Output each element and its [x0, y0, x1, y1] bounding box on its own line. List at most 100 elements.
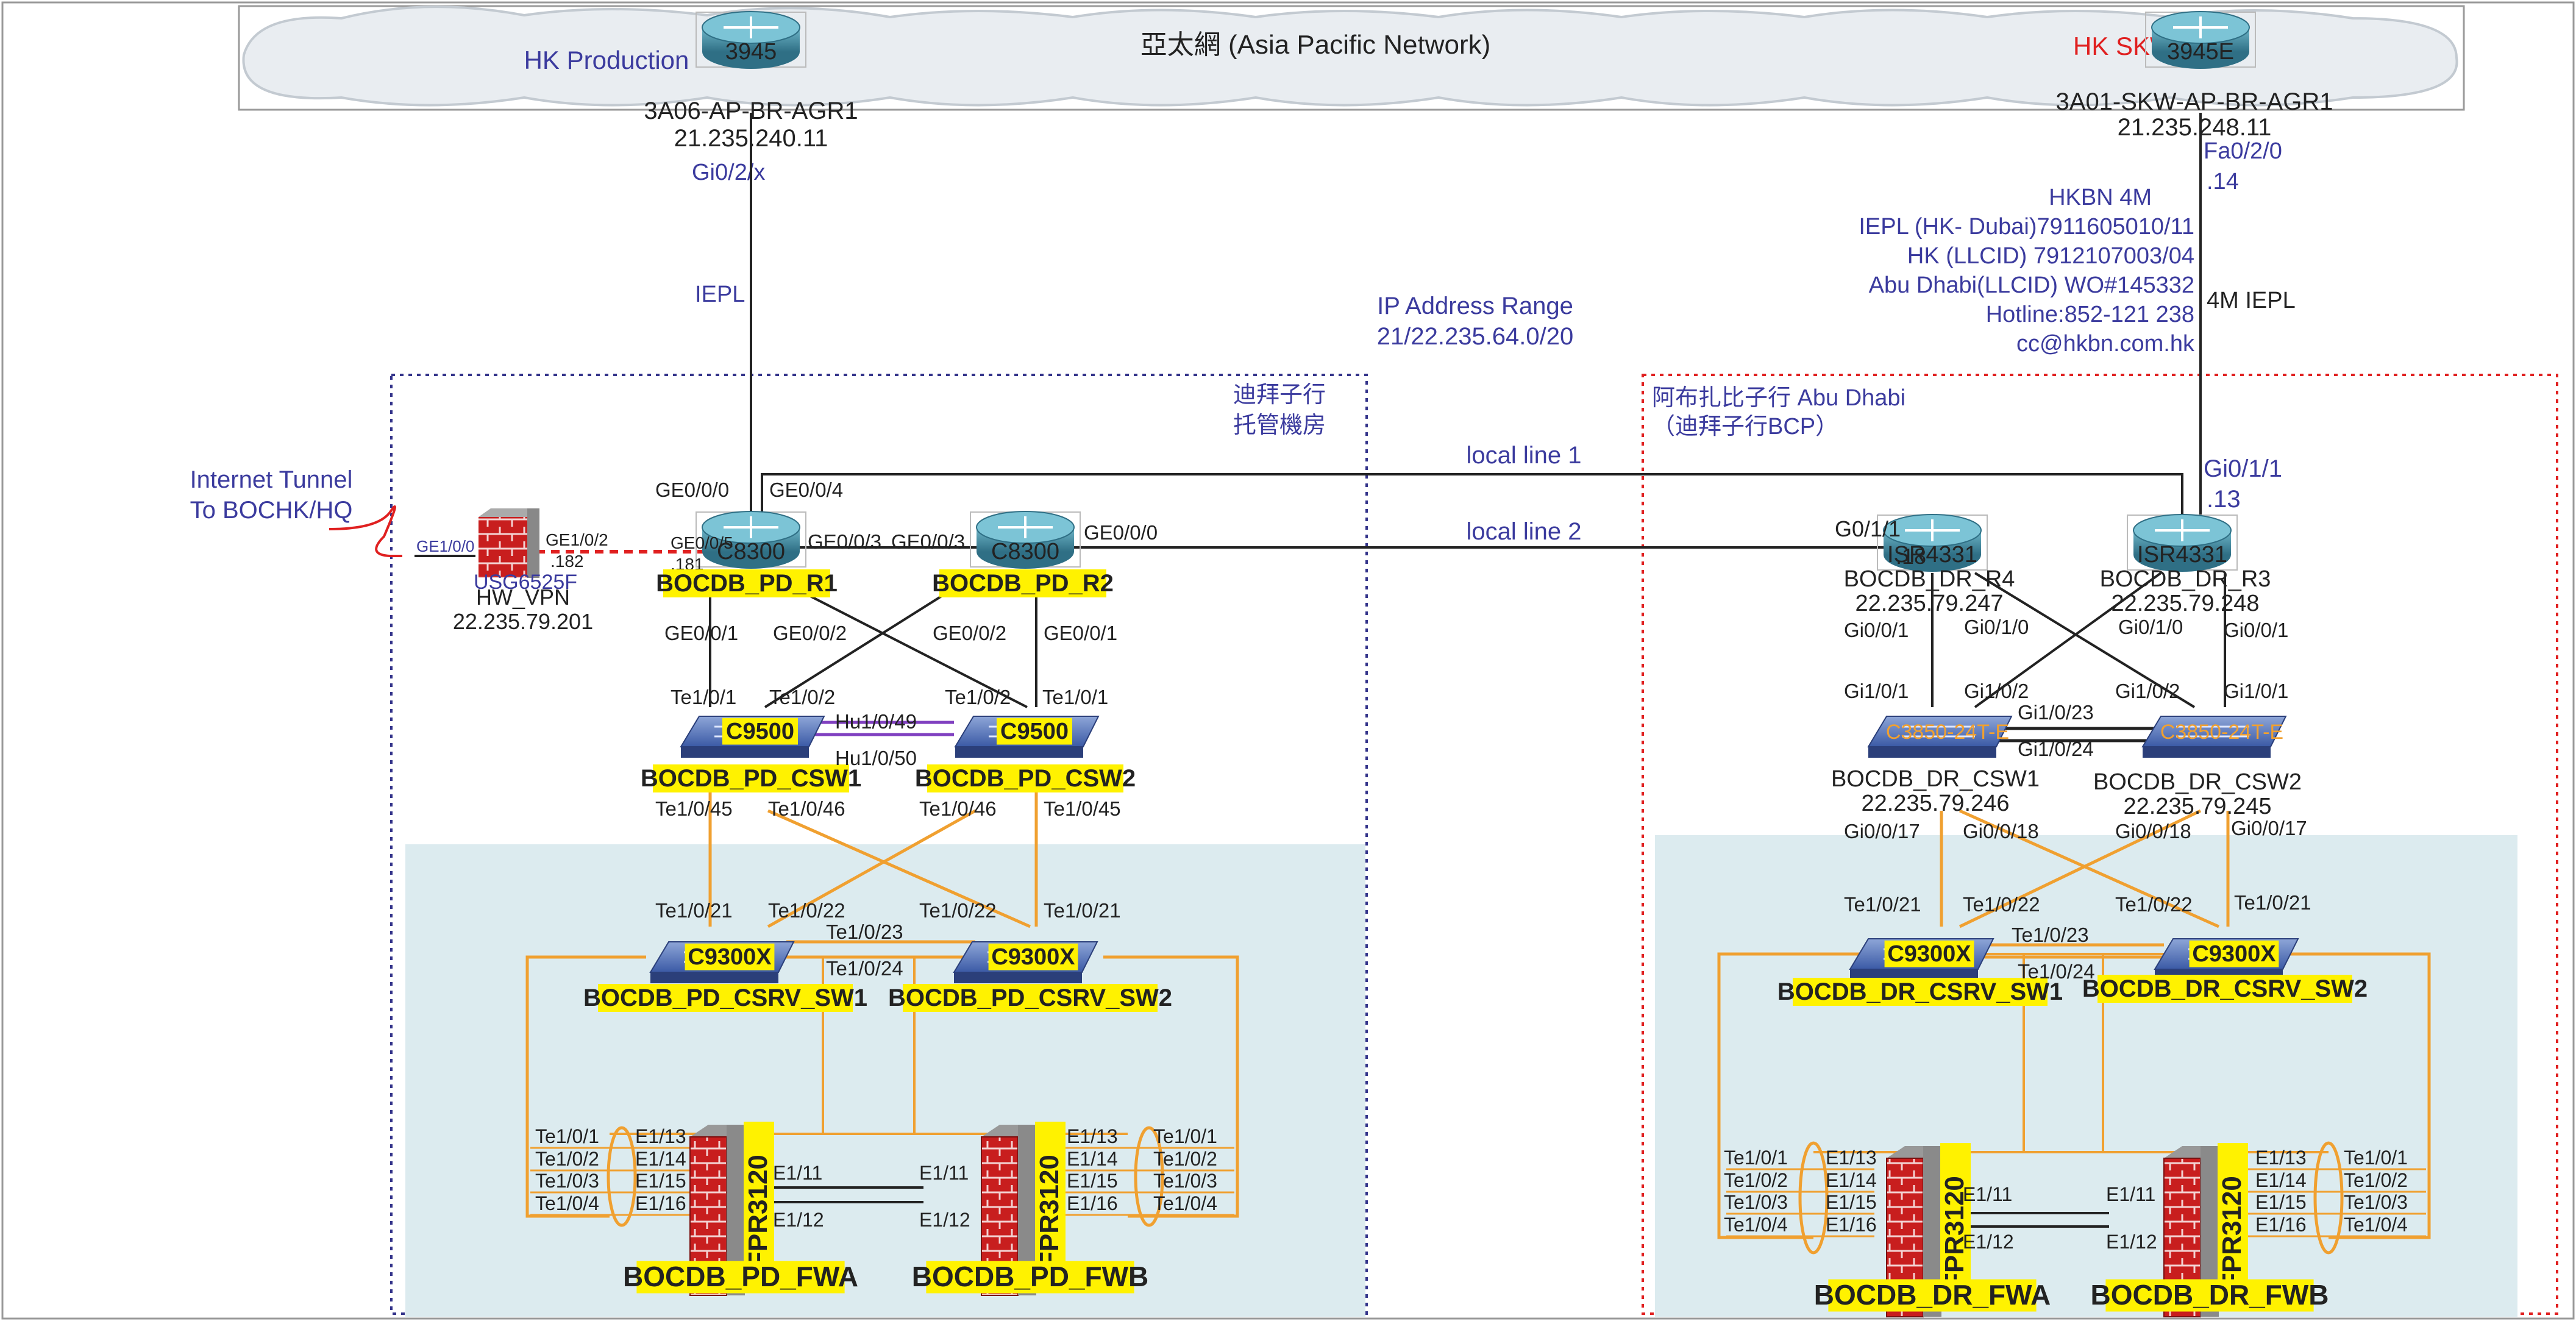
pd-srv2-fwa-feed	[822, 956, 1128, 1135]
dr-srv1-up-1: Te1/0/21	[1844, 893, 1921, 916]
r3-uplink-ip: .13	[2207, 486, 2241, 513]
agr2-router-model: 3945E	[2167, 39, 2234, 65]
pd-fwa-name: BOCDB_PD_FWA	[623, 1261, 858, 1292]
hkbn-line-2: IEPL (HK- Dubai)7911605010/11	[1859, 214, 2194, 240]
iepl-left-label: IEPL	[695, 282, 745, 307]
pd-r1-router[interactable]	[696, 511, 806, 569]
pd-fwa-te-1: Te1/0/1	[535, 1125, 599, 1147]
pd-csw2-switch-model-highlight	[997, 717, 1072, 745]
pd-fwb-te-1: Te1/0/1	[1153, 1125, 1217, 1147]
local-line-1-label: local line 1	[1466, 442, 1581, 469]
pd-csw1-down-1: Te1/0/45	[655, 797, 733, 820]
pd-fwb-e-2: E1/14	[1067, 1148, 1118, 1170]
pd-fwa-te-2: Te1/0/2	[535, 1148, 599, 1170]
local-line-2-label: local line 2	[1466, 518, 1581, 545]
pd-srv2-up-2: Te1/0/21	[1044, 899, 1121, 922]
hkbn-line-4: Abu Dhabi(LLCID) WO#145332	[1869, 272, 2194, 298]
dr-csw2-down-1: Gi0/0/18	[2115, 820, 2191, 842]
dr-r3-down-1: Gi0/1/0	[2118, 616, 2183, 638]
pd-csw1-up-2: Te1/0/2	[769, 686, 835, 708]
pd-fwb-firewall-model-highlight	[1035, 1122, 1066, 1274]
dr-r4-router[interactable]	[1877, 514, 1988, 572]
pd-srv2-up-1: Te1/0/22	[919, 899, 997, 922]
dr-fwa-firewall-model-highlight	[1940, 1143, 1971, 1295]
dr-fwb-firewall-model: FPR3120	[2217, 1176, 2247, 1289]
pd-fwa-ha-2: E1/12	[773, 1209, 824, 1231]
dr-fwa-te-2: Te1/0/2	[1724, 1169, 1788, 1191]
dr-csw1-up-2: Gi1/0/2	[1964, 680, 2029, 702]
pd-fwb-e-1: E1/13	[1067, 1125, 1118, 1147]
abudhabi-box-label-1: 阿布扎比子行 Abu Dhabi	[1652, 385, 1905, 411]
dr-fwb-te-2: Te1/0/2	[2344, 1169, 2408, 1191]
dr-r4-ip: 22.235.79.247	[1855, 591, 2003, 616]
dr-csw1-down-2: Gi0/0/18	[1963, 820, 2039, 842]
internet-tunnel-label-2: To BOCHK/HQ	[190, 497, 353, 524]
dr-r4-ll2-ip: .18	[1896, 544, 1926, 569]
dr-csw2-switch[interactable]	[2141, 716, 2287, 758]
dr-fwa-e-4: E1/16	[1826, 1214, 1877, 1236]
dr-fwa-e-1: E1/13	[1826, 1147, 1877, 1169]
dr-fwb-name: BOCDB_DR_FWB	[2091, 1279, 2329, 1311]
pd-r2-down-1: GE0/0/2	[933, 622, 1006, 644]
agr2-ip: 21.235.248.11	[2118, 114, 2272, 141]
pd-srv2-switch-model: C9300X	[991, 944, 1075, 970]
pd-r2-router[interactable]	[970, 511, 1081, 569]
pd-fwb-lacp	[1134, 1126, 1164, 1227]
cloud-title: 亞太網 (Asia Pacific Network)	[1140, 30, 1491, 60]
router-arrows-icon	[1905, 519, 1960, 541]
pd-fwa-name-highlight	[636, 1261, 845, 1294]
hkbn-line-3: HK (LLCID) 7912107003/04	[1907, 243, 2194, 269]
hw-vpn-firewall[interactable]	[479, 508, 539, 578]
dr-srv2-fwb-loop	[2274, 952, 2431, 1239]
dr-fwb-firewall-model-highlight	[2218, 1143, 2248, 1295]
dr-csw1-switch[interactable]	[1867, 716, 2013, 758]
ip-range-value: 21/22.235.64.0/20	[1377, 323, 1574, 350]
pd-srv2-switch-model-highlight	[988, 943, 1078, 970]
dr-r3-router[interactable]	[2127, 514, 2238, 572]
dr-server-zone	[1655, 835, 2517, 1317]
pd-srv2-name-highlight	[903, 984, 1158, 1012]
vpn-port-2: GE1/0/2	[546, 530, 608, 549]
dr-r3-name: BOCDB_DR_R3	[2100, 566, 2271, 592]
pd-fwa-te-4: Te1/0/4	[535, 1192, 599, 1214]
dr-r3-down-2: Gi0/0/1	[2224, 619, 2288, 641]
pd-csw2-down-1: Te1/0/46	[919, 797, 997, 820]
dr-fwb-e-3: E1/15	[2255, 1191, 2307, 1213]
agr1-router[interactable]	[696, 11, 806, 69]
pd-csw2-up-2: Te1/0/1	[1042, 686, 1108, 708]
pd-srv1-name-highlight	[598, 984, 853, 1012]
pd-srv1-fwa-loop	[525, 955, 646, 1218]
dr-fwb-te-4: Te1/0/4	[2344, 1214, 2408, 1236]
pd-r1-down-1: GE0/0/1	[664, 622, 738, 644]
pd-r1-name: BOCDB_PD_R1	[656, 570, 838, 597]
dr-csw2-up-2: Gi1/0/1	[2224, 680, 2288, 702]
pd-srv2-name: BOCDB_PD_CSRV_SW2	[888, 985, 1172, 1011]
switch-arrows-icon	[1902, 725, 1975, 738]
router-arrows-icon	[724, 516, 778, 538]
dr-srv1-fwa-loop	[1717, 952, 1890, 1239]
pd-fwa-te-3: Te1/0/3	[535, 1170, 599, 1192]
pd-fwb-e-3: E1/15	[1067, 1170, 1118, 1192]
local-line-1-link	[761, 473, 2183, 524]
pd-fwa-e-1: E1/13	[635, 1125, 686, 1147]
dr-fwb-name-highlight	[2105, 1279, 2314, 1312]
hkbn-line-5: Hotline:852-121 238	[1986, 302, 2194, 327]
pd-stack-port-1: Hu1/0/49	[835, 710, 917, 733]
pd-r2-router-model: C8300	[991, 539, 1059, 564]
dr-r4-router-model: ISR4331	[1887, 542, 1977, 568]
agr1-port: Gi0/2/x	[692, 160, 765, 185]
pd-srv-link-port-1: Te1/0/23	[826, 920, 903, 943]
router-arrows-icon	[2173, 16, 2228, 38]
dr-srv1-name-highlight	[1793, 978, 2048, 1006]
switch-arrows-icon	[2176, 725, 2249, 738]
pd-srv1-up-1: Te1/0/21	[655, 899, 733, 922]
pd-r1-down-2: GE0/0/2	[773, 622, 847, 644]
dr-r4-csw2-link	[1974, 572, 2196, 708]
dr-csw1-switch-model: C3850-24T-E	[1886, 721, 2009, 744]
pd-fwb-name-highlight	[926, 1261, 1134, 1294]
agr2-router[interactable]	[2145, 11, 2256, 69]
pd-csw1-switch-model: C9500	[726, 719, 794, 744]
pd-r1-name-highlight	[663, 569, 830, 597]
router-arrows-icon	[998, 516, 1053, 538]
